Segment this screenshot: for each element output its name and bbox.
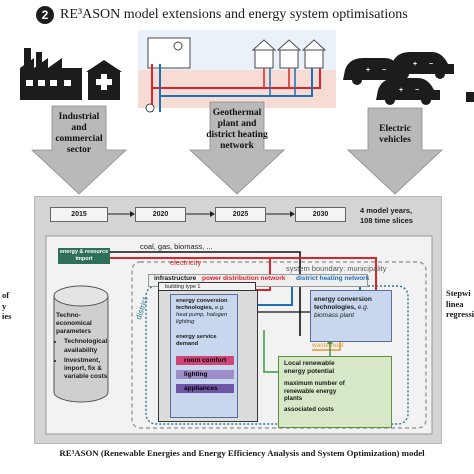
geothermal-arrow [188, 101, 286, 195]
building-conversion-text: energy conversion technologies, e.g. hea… [176, 298, 228, 326]
parameter-item: Investment, import, fix & variable costs [64, 357, 110, 381]
demand-appliances: appliances [176, 384, 234, 393]
years-note: 4 model years, 108 time slices [360, 206, 413, 226]
techno-economical-parameters: Techno-economical parameters Technologic… [56, 312, 110, 383]
year-2030: 2030 [295, 207, 346, 222]
page-title: RE³ASON model extensions and energy syst… [60, 7, 408, 22]
right-edge-fragment: Stepwi linea regressi [446, 288, 474, 320]
infrastructure-label: infrastructure [154, 275, 197, 282]
fuels-label: coal, gas, biomass, ... [140, 242, 213, 251]
industrial-arrow [30, 105, 128, 195]
figure-caption: RE³ASON (Renewable Energies and Energy E… [59, 448, 425, 458]
svg-text:−: − [429, 61, 433, 68]
parameters-cylinder [53, 285, 109, 403]
electric-vehicles-label: Electric vehicles [379, 124, 411, 145]
step-number-badge: 2 [36, 6, 54, 24]
local-renewable-title: Local renewable energy potential [284, 360, 335, 375]
svg-text:+: + [413, 61, 417, 68]
demand-room-comfort: room comfort [176, 356, 234, 365]
system-boundary-label: system boundary: municipality [286, 264, 387, 273]
conversion-technologies-box [310, 290, 392, 342]
electric-arrow [346, 107, 444, 195]
header: 2 RE³ASON model extensions and energy sy… [36, 4, 408, 26]
svg-text:+: + [366, 67, 370, 74]
electricity-label: electricity [170, 258, 202, 267]
local-renewable-box [278, 356, 392, 428]
hospital-icon [86, 60, 122, 100]
heating-network-label: district heating network [296, 275, 370, 282]
year-2020: 2020 [135, 207, 186, 222]
service-demand-label: energy service demand [176, 334, 217, 348]
svg-text:−: − [382, 67, 386, 74]
year-2015: 2015 [50, 207, 108, 222]
electric-vehicles-icon [343, 52, 474, 105]
waste-heat-label: waste heat [312, 342, 344, 349]
year-2025: 2025 [215, 207, 266, 222]
factory-icon [20, 48, 82, 100]
geothermal-label: Geothermal plant and district heating ne… [206, 108, 268, 151]
power-network-label: power distribution network [202, 275, 286, 282]
parameter-item: Technological availability [64, 338, 110, 354]
top-illustrations: + − + − + − [20, 30, 474, 195]
conversion-text: energy conversion technologies, e.g. bio… [314, 296, 372, 319]
left-edge-fragment: of y ies [2, 290, 12, 322]
svg-text:+: + [399, 87, 403, 94]
demand-lighting: lighting [176, 370, 234, 379]
svg-text:−: − [415, 87, 419, 94]
industrial-label: Industrial and commercial sector [55, 112, 103, 155]
geothermal-panel [138, 30, 336, 113]
local-renewable-items: maximum number of renewable energy plant… [284, 380, 345, 413]
